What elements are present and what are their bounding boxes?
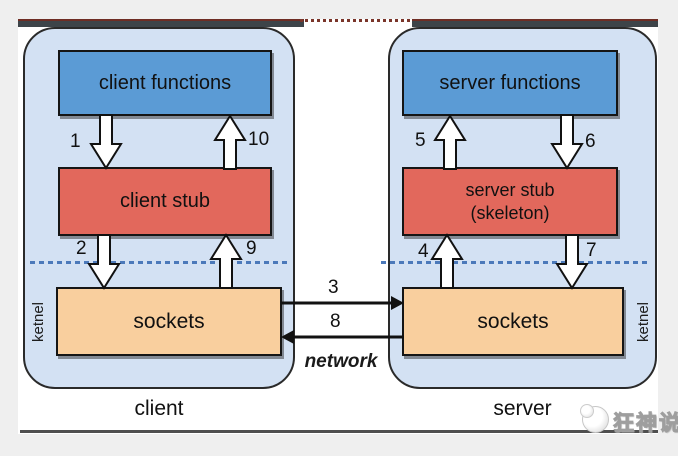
client-kernel-boundary-dashed-line	[30, 261, 288, 264]
step-label-7: 7	[586, 240, 597, 261]
server-functions-label: server functions	[439, 71, 581, 94]
step-label-10: 10	[248, 129, 270, 150]
client-kernel-side-label: ketnel	[30, 301, 47, 343]
watermark-text: 狂神说	[613, 412, 678, 436]
cropped-top-dotted-line	[300, 19, 416, 22]
arrow-left-8-icon	[281, 330, 404, 344]
step-label-8: 8	[330, 311, 341, 332]
arrow-down-6-icon	[550, 114, 584, 170]
step-label-5: 5	[415, 130, 426, 151]
arrow-down-7-icon	[555, 234, 589, 290]
step-label-3: 3	[328, 277, 339, 298]
client-caption: client	[134, 397, 184, 420]
client-stub-box: client stub	[58, 167, 272, 236]
server-stub-label: server stub (skeleton)	[465, 179, 554, 224]
arrow-down-1-icon	[89, 114, 123, 170]
client-sockets-label: sockets	[133, 309, 205, 333]
step-label-4: 4	[418, 241, 429, 262]
kuangshen-logo-icon	[580, 404, 609, 433]
cropped-top-strip-left	[18, 19, 304, 27]
step-label-2: 2	[76, 238, 87, 259]
server-stub-box: server stub (skeleton)	[402, 167, 618, 236]
server-caption: server	[493, 397, 552, 420]
arrow-up-10-icon	[213, 114, 247, 170]
server-sockets-label: sockets	[477, 309, 549, 333]
server-sockets-box: sockets	[402, 287, 624, 356]
arrow-up-9-icon	[209, 233, 243, 289]
arrow-right-3-icon	[281, 296, 404, 310]
server-kernel-side-label: ketnel	[635, 301, 652, 343]
client-functions-label: client functions	[98, 71, 232, 94]
arrow-up-4-icon	[430, 233, 464, 289]
step-label-6: 6	[585, 131, 596, 152]
step-label-9: 9	[246, 238, 257, 259]
server-stub-line1: server stub	[465, 180, 555, 200]
step-label-1: 1	[70, 131, 81, 152]
server-functions-box: server functions	[402, 50, 618, 116]
server-kernel-boundary-dashed-line	[381, 261, 651, 264]
client-sockets-box: sockets	[56, 287, 282, 356]
client-stub-label: client stub	[119, 190, 211, 212]
server-stub-line2: (skeleton)	[470, 202, 550, 223]
bottom-divider-line	[20, 430, 658, 433]
network-label: network	[304, 351, 378, 372]
arrow-up-5-icon	[433, 114, 467, 170]
arrow-down-2-icon	[87, 234, 121, 290]
client-functions-box: client functions	[58, 50, 272, 116]
cropped-top-strip-right	[412, 19, 658, 27]
